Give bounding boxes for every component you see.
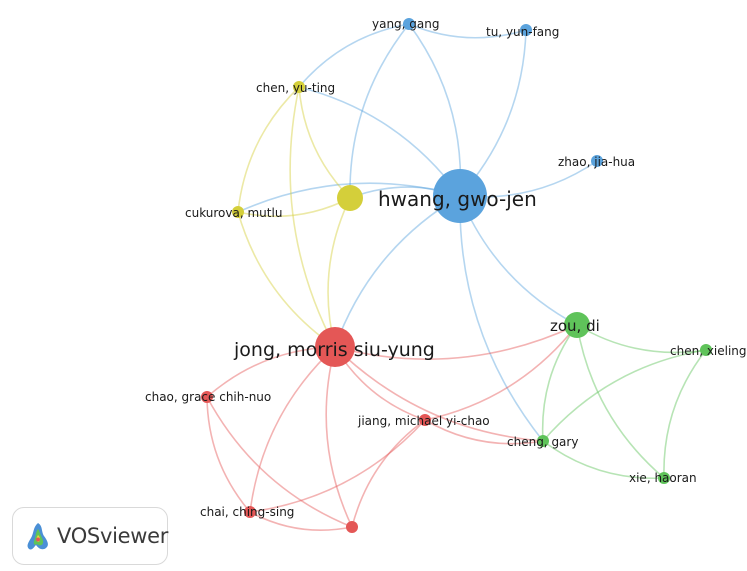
link-cukurova-jong bbox=[237, 211, 336, 348]
link-zou-cheng bbox=[541, 324, 578, 442]
link-hwang-cukurova bbox=[237, 182, 461, 213]
link-cheng-xie bbox=[542, 440, 665, 480]
link-yang-tu bbox=[408, 23, 527, 39]
link-jong-redsmall bbox=[325, 346, 353, 528]
link-yellowhub-jong bbox=[327, 197, 351, 348]
node-chenx[interactable] bbox=[700, 344, 712, 356]
link-chenyt-cukurova bbox=[237, 86, 300, 213]
node-chenyt[interactable] bbox=[293, 81, 305, 93]
link-chao-redsmall bbox=[206, 396, 353, 528]
node-hwang[interactable] bbox=[433, 169, 487, 223]
node-label-jiang: jiang, michael yi-chao bbox=[357, 414, 490, 428]
link-zou-xie bbox=[576, 324, 665, 479]
link-chenx-xie bbox=[663, 349, 707, 479]
network-labels: hwang, gwo-jen yang, gang tu, yun-fang zhao… bbox=[145, 17, 747, 519]
node-label-chenyt: chen, yu-ting bbox=[256, 81, 335, 95]
vosviewer-logo: VOSviewer bbox=[12, 507, 168, 565]
node-xie[interactable] bbox=[658, 472, 670, 484]
link-chai-jiang bbox=[249, 419, 426, 513]
node-label-xie: xie, haoran bbox=[629, 471, 697, 485]
vosviewer-logo-icon bbox=[25, 521, 51, 551]
network-links bbox=[206, 23, 707, 531]
node-label-cheng: cheng, gary bbox=[507, 435, 578, 449]
node-label-chao: chao, grace chih-nuo bbox=[145, 390, 271, 404]
link-hwang-cheng bbox=[459, 195, 544, 442]
node-label-zhao: zhao, jia-hua bbox=[558, 155, 635, 169]
link-jong-zou bbox=[334, 324, 578, 360]
node-cheng[interactable] bbox=[537, 435, 549, 447]
node-label-tu: tu, yun-fang bbox=[486, 25, 559, 39]
vosviewer-logo-text: VOSviewer bbox=[57, 524, 169, 548]
node-label-yang: yang, gang bbox=[372, 17, 440, 31]
link-jiang-cheng bbox=[424, 419, 544, 445]
link-chao-chai bbox=[206, 396, 251, 513]
node-label-hwang: hwang, gwo-jen bbox=[378, 187, 537, 211]
node-label-jong: jong, morris siu-yung bbox=[233, 339, 435, 361]
link-yang-yellowhub bbox=[349, 23, 410, 199]
node-yellowhub[interactable] bbox=[337, 185, 363, 211]
node-zou[interactable] bbox=[564, 312, 590, 338]
node-label-chai: chai, ching-sing bbox=[200, 505, 294, 519]
node-label-zou: zou, di bbox=[550, 317, 600, 335]
link-chai-redsmall bbox=[249, 511, 353, 531]
node-label-chenx: chen, xieling bbox=[670, 344, 747, 358]
node-label-cukurova: cukurova, mutlu bbox=[185, 206, 282, 220]
link-chenx-cheng bbox=[542, 349, 707, 442]
node-tu[interactable] bbox=[520, 24, 532, 36]
link-jiang-redsmall bbox=[351, 419, 426, 528]
node-jong[interactable] bbox=[315, 327, 355, 367]
node-jiang[interactable] bbox=[419, 414, 431, 426]
node-yang[interactable] bbox=[403, 18, 415, 30]
node-cukurova[interactable] bbox=[232, 206, 244, 218]
link-zou-chenx bbox=[576, 324, 707, 354]
network-nodes bbox=[201, 18, 712, 533]
node-zhao[interactable] bbox=[591, 155, 603, 167]
node-redsmall[interactable] bbox=[346, 521, 358, 533]
link-jiang-zou bbox=[424, 324, 578, 421]
link-jong-cheng bbox=[334, 346, 544, 442]
node-chai[interactable] bbox=[244, 506, 256, 518]
node-chao[interactable] bbox=[201, 391, 213, 403]
link-yang-chenyt bbox=[298, 23, 410, 88]
link-hwang-jong bbox=[334, 195, 461, 348]
link-hwang-chenyt bbox=[298, 86, 461, 197]
link-jong-chai bbox=[249, 346, 336, 513]
link-chenyt-jong bbox=[289, 86, 336, 348]
link-chenyt-yellowhub bbox=[298, 86, 351, 199]
